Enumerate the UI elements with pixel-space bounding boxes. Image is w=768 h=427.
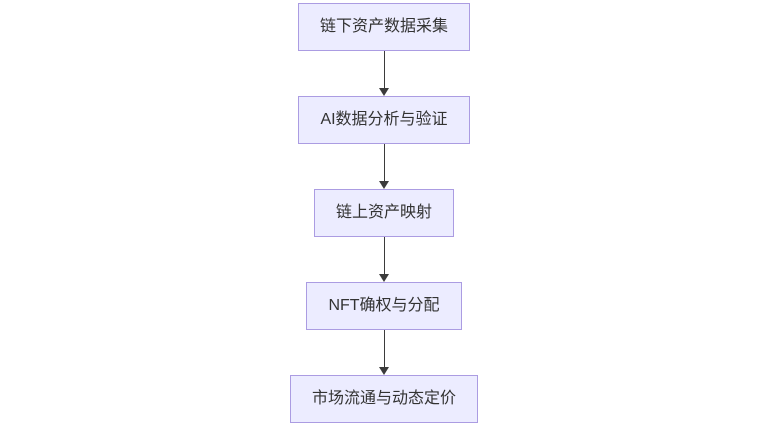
flow-node-label: 市场流通与动态定价: [311, 390, 456, 407]
flow-edge-4: [379, 330, 389, 375]
flow-edge-2: [379, 144, 389, 189]
flow-node-label: 链上资产映射: [335, 204, 432, 221]
flow-node-offchain-asset-data-collection: 链下资产数据采集: [297, 3, 470, 51]
arrow-down-icon: [379, 88, 389, 96]
flow-node-label: NFT确权与分配: [328, 297, 440, 314]
flow-node-nft-rights-confirmation-distribution: NFT确权与分配: [306, 282, 462, 330]
edge-line: [383, 51, 385, 89]
edge-line: [383, 237, 385, 275]
flow-edge-1: [379, 51, 389, 96]
flow-node-ai-data-analysis-verification: AI数据分析与验证: [298, 96, 470, 144]
edge-line: [383, 144, 385, 182]
flow-node-market-circulation-dynamic-pricing: 市场流通与动态定价: [289, 375, 478, 423]
arrow-down-icon: [379, 181, 389, 189]
flow-edge-3: [379, 237, 389, 282]
edge-line: [383, 330, 385, 368]
flow-node-label: 链下资产数据采集: [319, 18, 448, 35]
arrow-down-icon: [379, 274, 389, 282]
arrow-down-icon: [379, 367, 389, 375]
flow-node-label: AI数据分析与验证: [320, 111, 448, 128]
flow-node-onchain-asset-mapping: 链上资产映射: [313, 189, 454, 237]
